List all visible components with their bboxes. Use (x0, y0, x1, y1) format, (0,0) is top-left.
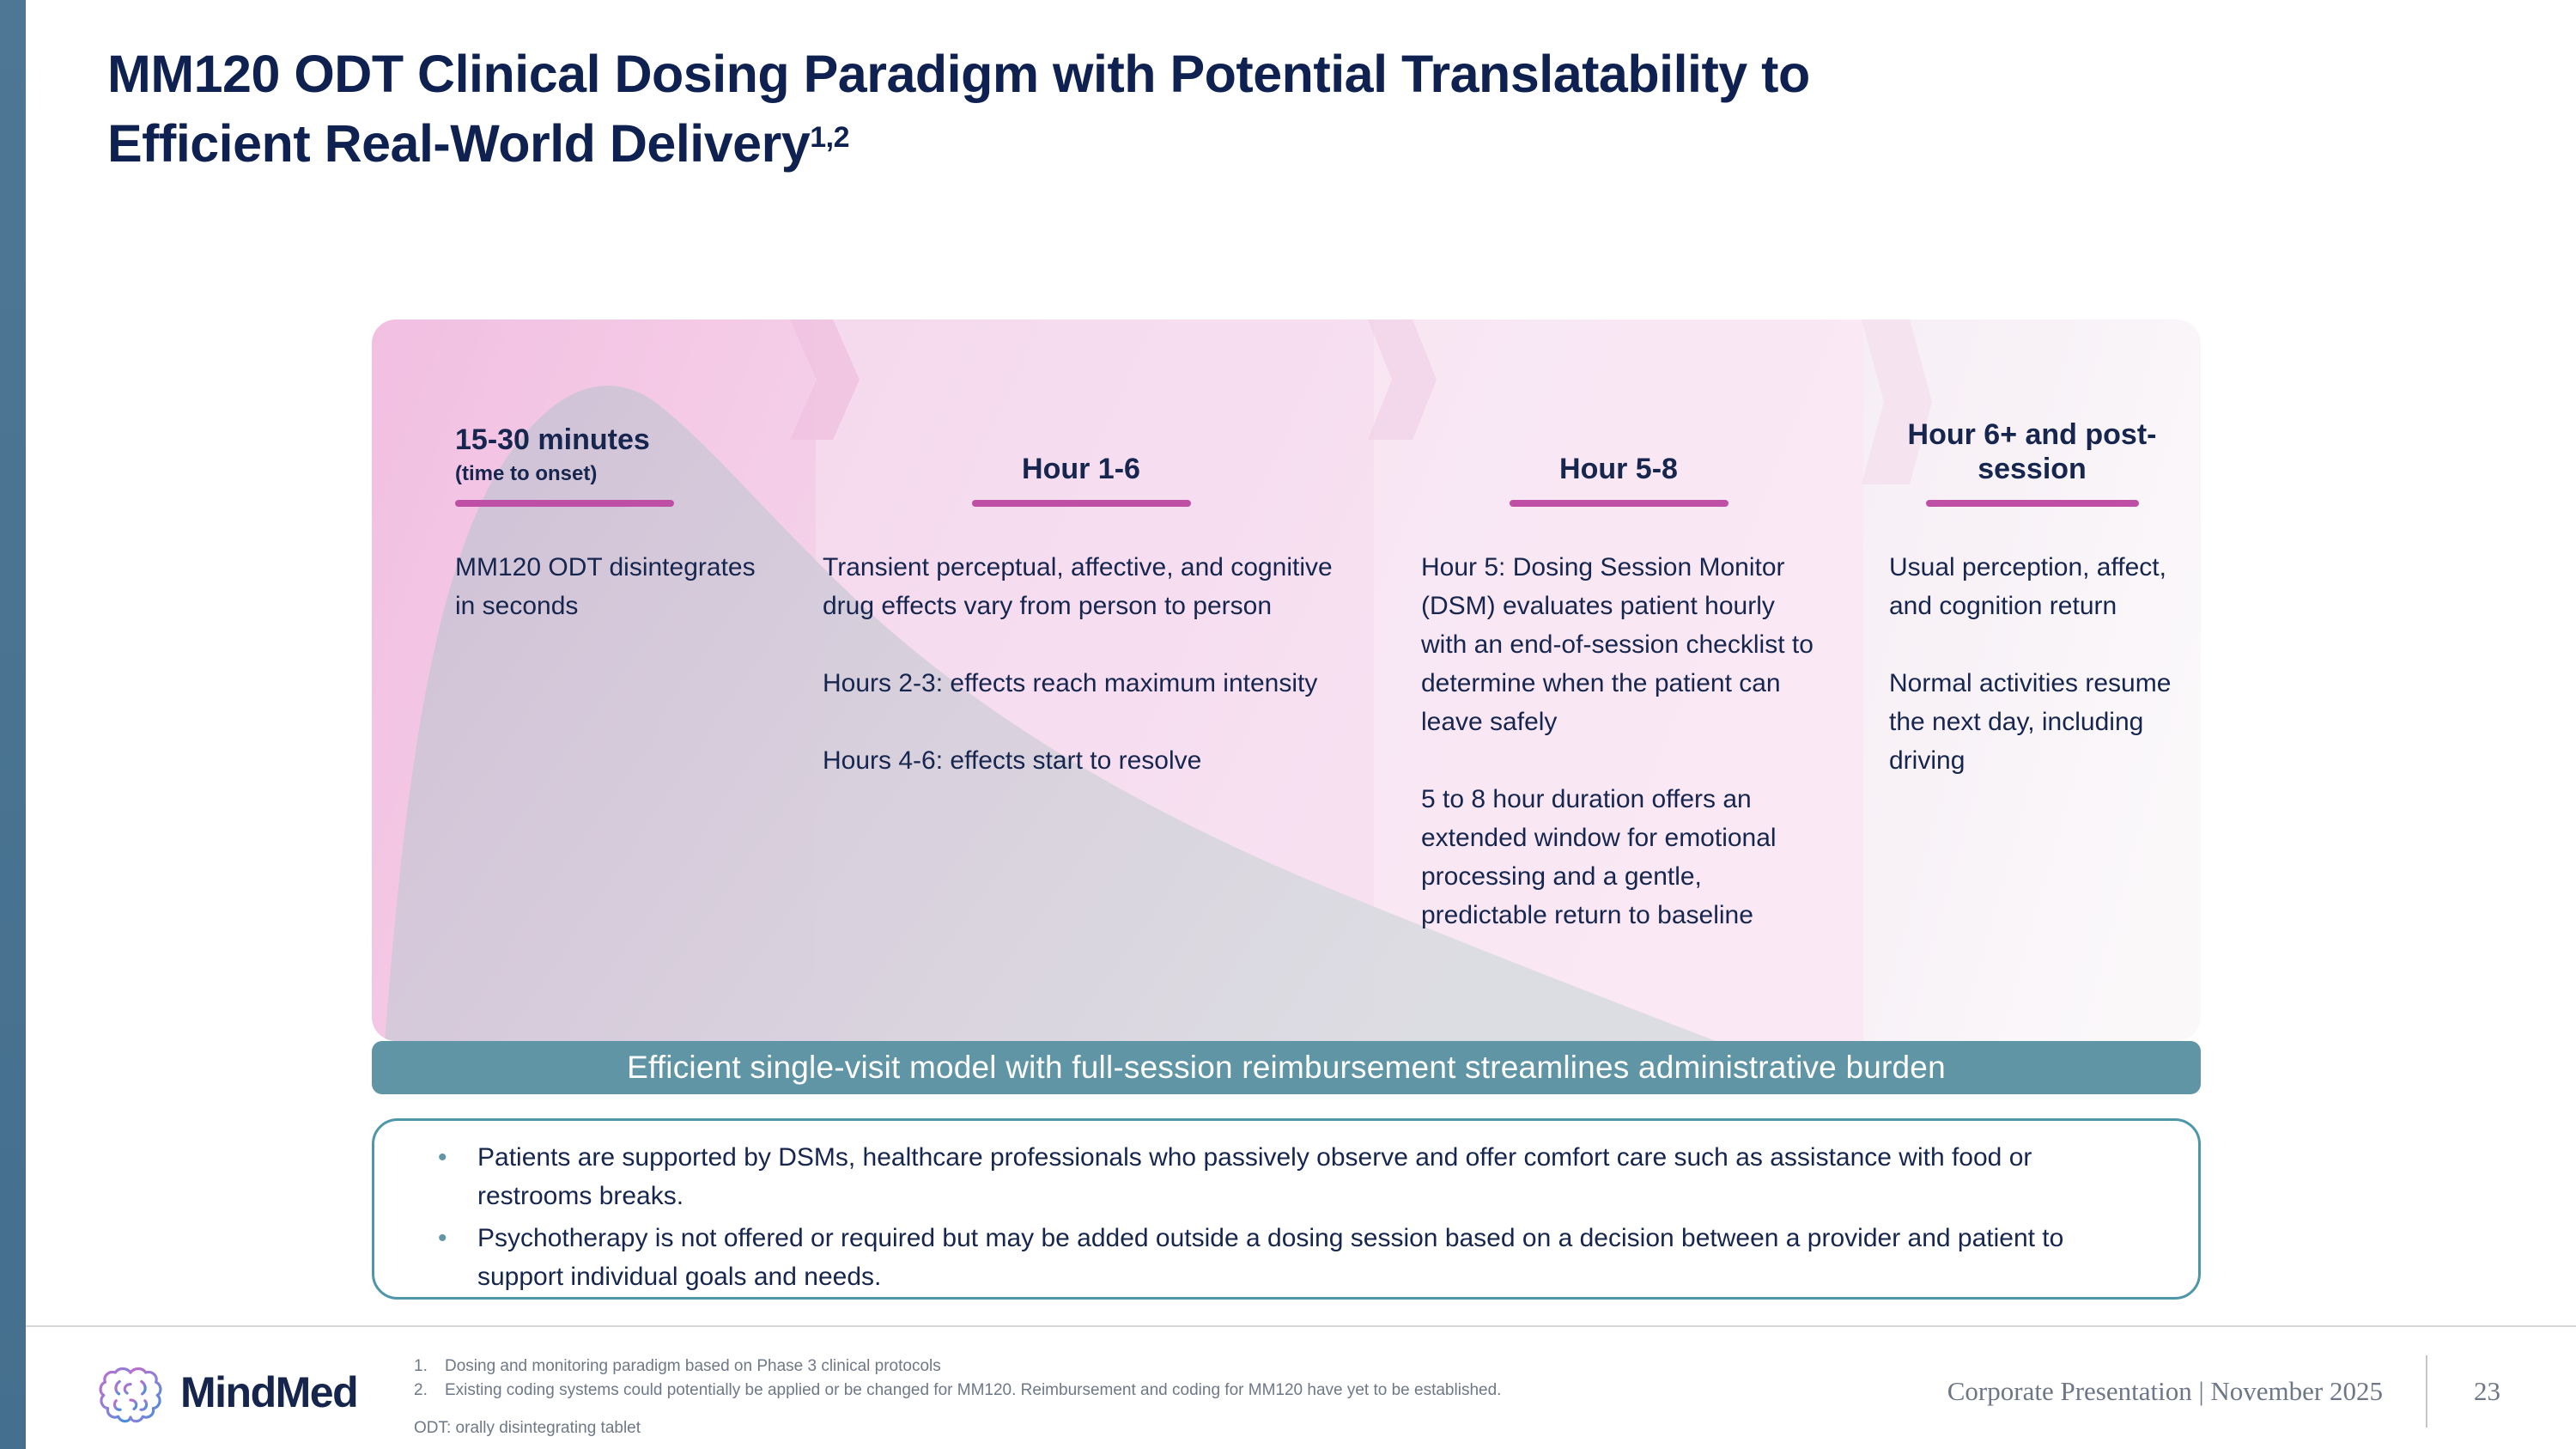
column-body: Transient perceptual, affective, and cog… (823, 548, 1340, 780)
phase-3-background (1374, 320, 1863, 1041)
header-underline (971, 500, 1191, 507)
footnote-text: Dosing and monitoring paradigm based on … (445, 1357, 941, 1375)
title-line-1: MM120 ODT Clinical Dosing Paradigm with … (107, 45, 1810, 103)
column-header-box: 15-30 minutes (time to onset) (455, 383, 781, 486)
column-paragraph: Usual perception, affect, and cognition … (1889, 553, 2166, 620)
column-body: Usual perception, affect, and cognition … (1889, 548, 2175, 780)
footnote-number: 2. (414, 1381, 428, 1399)
footer-vertical-divider (2426, 1355, 2427, 1428)
timeline-background-graphic (372, 320, 2201, 1041)
callout-bullet-item: • Psychotherapy is not offered or require… (426, 1219, 2147, 1296)
column-header: Hour 5-8 (1559, 452, 1678, 485)
mindmed-brain-logo-icon (99, 1367, 162, 1423)
column-header-box: Hour 1-6 (823, 383, 1340, 486)
summary-banner: Efficient single-visit model with full-s… (372, 1041, 2201, 1094)
header-underline (455, 500, 674, 507)
chevron-separator-icon (790, 320, 860, 440)
callout-bullet-list: • Patients are supported by DSMs, healthc… (374, 1138, 2198, 1296)
chevron-separator-icon (1368, 320, 1437, 440)
column-header-box: Hour 5-8 (1421, 383, 1816, 486)
callout-box: • Patients are supported by DSMs, healthc… (372, 1118, 2201, 1300)
header-underline (1509, 500, 1728, 507)
dosing-timeline-panel: 15-30 minutes (time to onset) MM120 ODT di… (372, 320, 2201, 1041)
column-subheader: (time to onset) (455, 462, 598, 485)
column-paragraph: Normal activities resume the next day, i… (1889, 669, 2172, 775)
page-title: MM120 ODT Clinical Dosing Paradigm with … (107, 40, 2426, 178)
column-header: 15-30 minutes (455, 423, 650, 456)
page-number: 23 (2474, 1376, 2500, 1406)
bullet-text: Psychotherapy is not offered or required… (477, 1224, 2064, 1291)
bullet-text: Patients are supported by DSMs, healthca… (477, 1143, 2032, 1210)
column-paragraph: MM120 ODT disintegrates in seconds (455, 553, 756, 620)
footnotes: 1. Dosing and monitoring paradigm based o… (414, 1355, 1702, 1403)
footnote-number: 1. (414, 1357, 428, 1375)
column-header-box: Hour 6+ and post-session (1889, 383, 2175, 486)
column-body: MM120 ODT disintegrates in seconds (455, 548, 781, 625)
column-paragraph: Hours 2-3: effects reach maximum intensi… (823, 669, 1318, 697)
timeline-column-1: 15-30 minutes (time to onset) MM120 ODT di… (372, 320, 816, 1041)
column-header: Hour 6+ and post-session (1907, 417, 2157, 485)
abbreviation-note: ODT: orally disintegrating tablet (414, 1419, 641, 1437)
footnotes-list: 1. Dosing and monitoring paradigm based o… (414, 1355, 1702, 1403)
effect-intensity-curve (385, 386, 1716, 1041)
footer-right: Corporate Presentation | November 2025 2… (1947, 1355, 2500, 1428)
footnote-item: 2. Existing coding systems could potentia… (414, 1379, 1702, 1403)
left-accent-bar (0, 0, 26, 1449)
bullet-marker-icon: • (438, 1143, 447, 1172)
summary-banner-text: Efficient single-visit model with full-s… (627, 1050, 1946, 1085)
chevron-separator-icon (1862, 320, 1932, 484)
footer-divider (26, 1325, 2576, 1327)
callout-bullet-item: • Patients are supported by DSMs, healthc… (426, 1138, 2147, 1215)
column-paragraph: Hour 5: Dosing Session Monitor (DSM) eva… (1421, 553, 1814, 736)
title-line-2: Efficient Real-World Delivery (107, 113, 811, 173)
column-paragraph: Transient perceptual, affective, and cog… (823, 553, 1333, 620)
column-paragraph: Hours 4-6: effects start to resolve (823, 746, 1202, 775)
title-footnote-superscript: 1,2 (810, 120, 850, 154)
bullet-marker-icon: • (438, 1224, 447, 1252)
column-paragraph: 5 to 8 hour duration offers an extended … (1421, 785, 1777, 929)
footnote-item: 1. Dosing and monitoring paradigm based o… (414, 1355, 1702, 1379)
column-body: Hour 5: Dosing Session Monitor (DSM) eva… (1421, 548, 1816, 935)
mindmed-wordmark: MindMed (180, 1368, 359, 1416)
column-header: Hour 1-6 (1022, 452, 1140, 485)
header-underline (1925, 500, 2139, 507)
footnote-text: Existing coding systems could potentiall… (445, 1381, 1502, 1399)
presentation-label: Corporate Presentation | November 2025 (1947, 1376, 2383, 1406)
